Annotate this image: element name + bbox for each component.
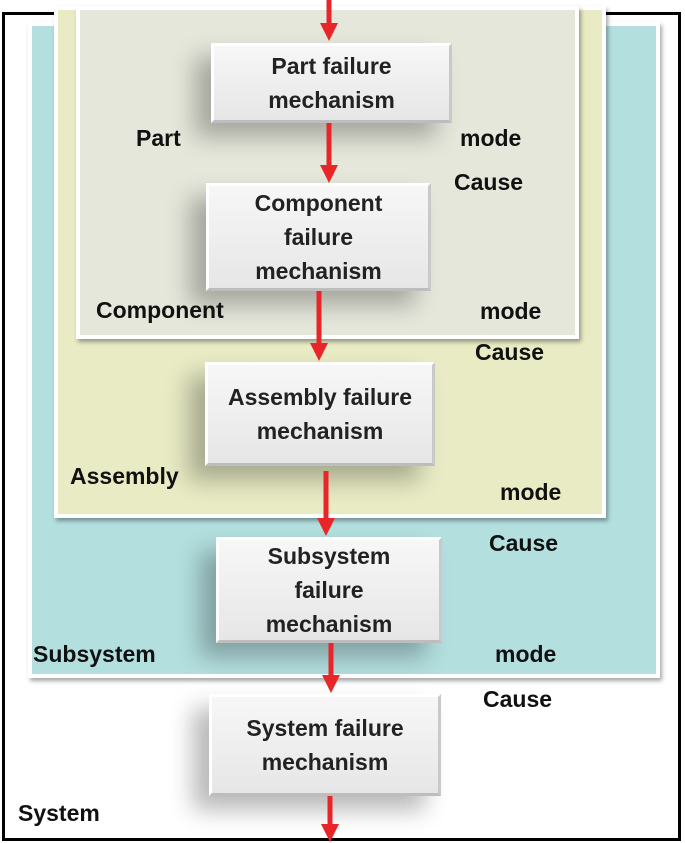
component-cause-label: Cause [475, 339, 545, 365]
assembly-failure-mechanism-box: Assembly failure mechanism [205, 362, 435, 466]
part-level-label: Part [136, 125, 181, 151]
system-level-label: System [18, 800, 100, 826]
component-level-label: Component [96, 297, 224, 323]
subsystem-cause-label: Cause [483, 686, 553, 712]
assembly-mode-label: mode [500, 479, 562, 505]
subsystem-level-label: Subsystem [33, 641, 156, 667]
part-failure-mechanism-box: Part failure mechanism [211, 43, 452, 123]
component-failure-mechanism-box: Component failure mechanism [206, 183, 431, 291]
part-cause-label: Cause [454, 169, 524, 195]
assembly-level-label: Assembly [70, 463, 179, 489]
assembly-cause-label: Cause [489, 530, 559, 556]
component-mode-label: mode [480, 298, 542, 324]
part-mode-label: mode [460, 125, 522, 151]
subsystem-failure-mechanism-box: Subsystem failure mechanism [216, 537, 442, 643]
system-failure-mechanism-box: System failure mechanism [209, 694, 441, 796]
subsystem-mode-label: mode [495, 641, 557, 667]
